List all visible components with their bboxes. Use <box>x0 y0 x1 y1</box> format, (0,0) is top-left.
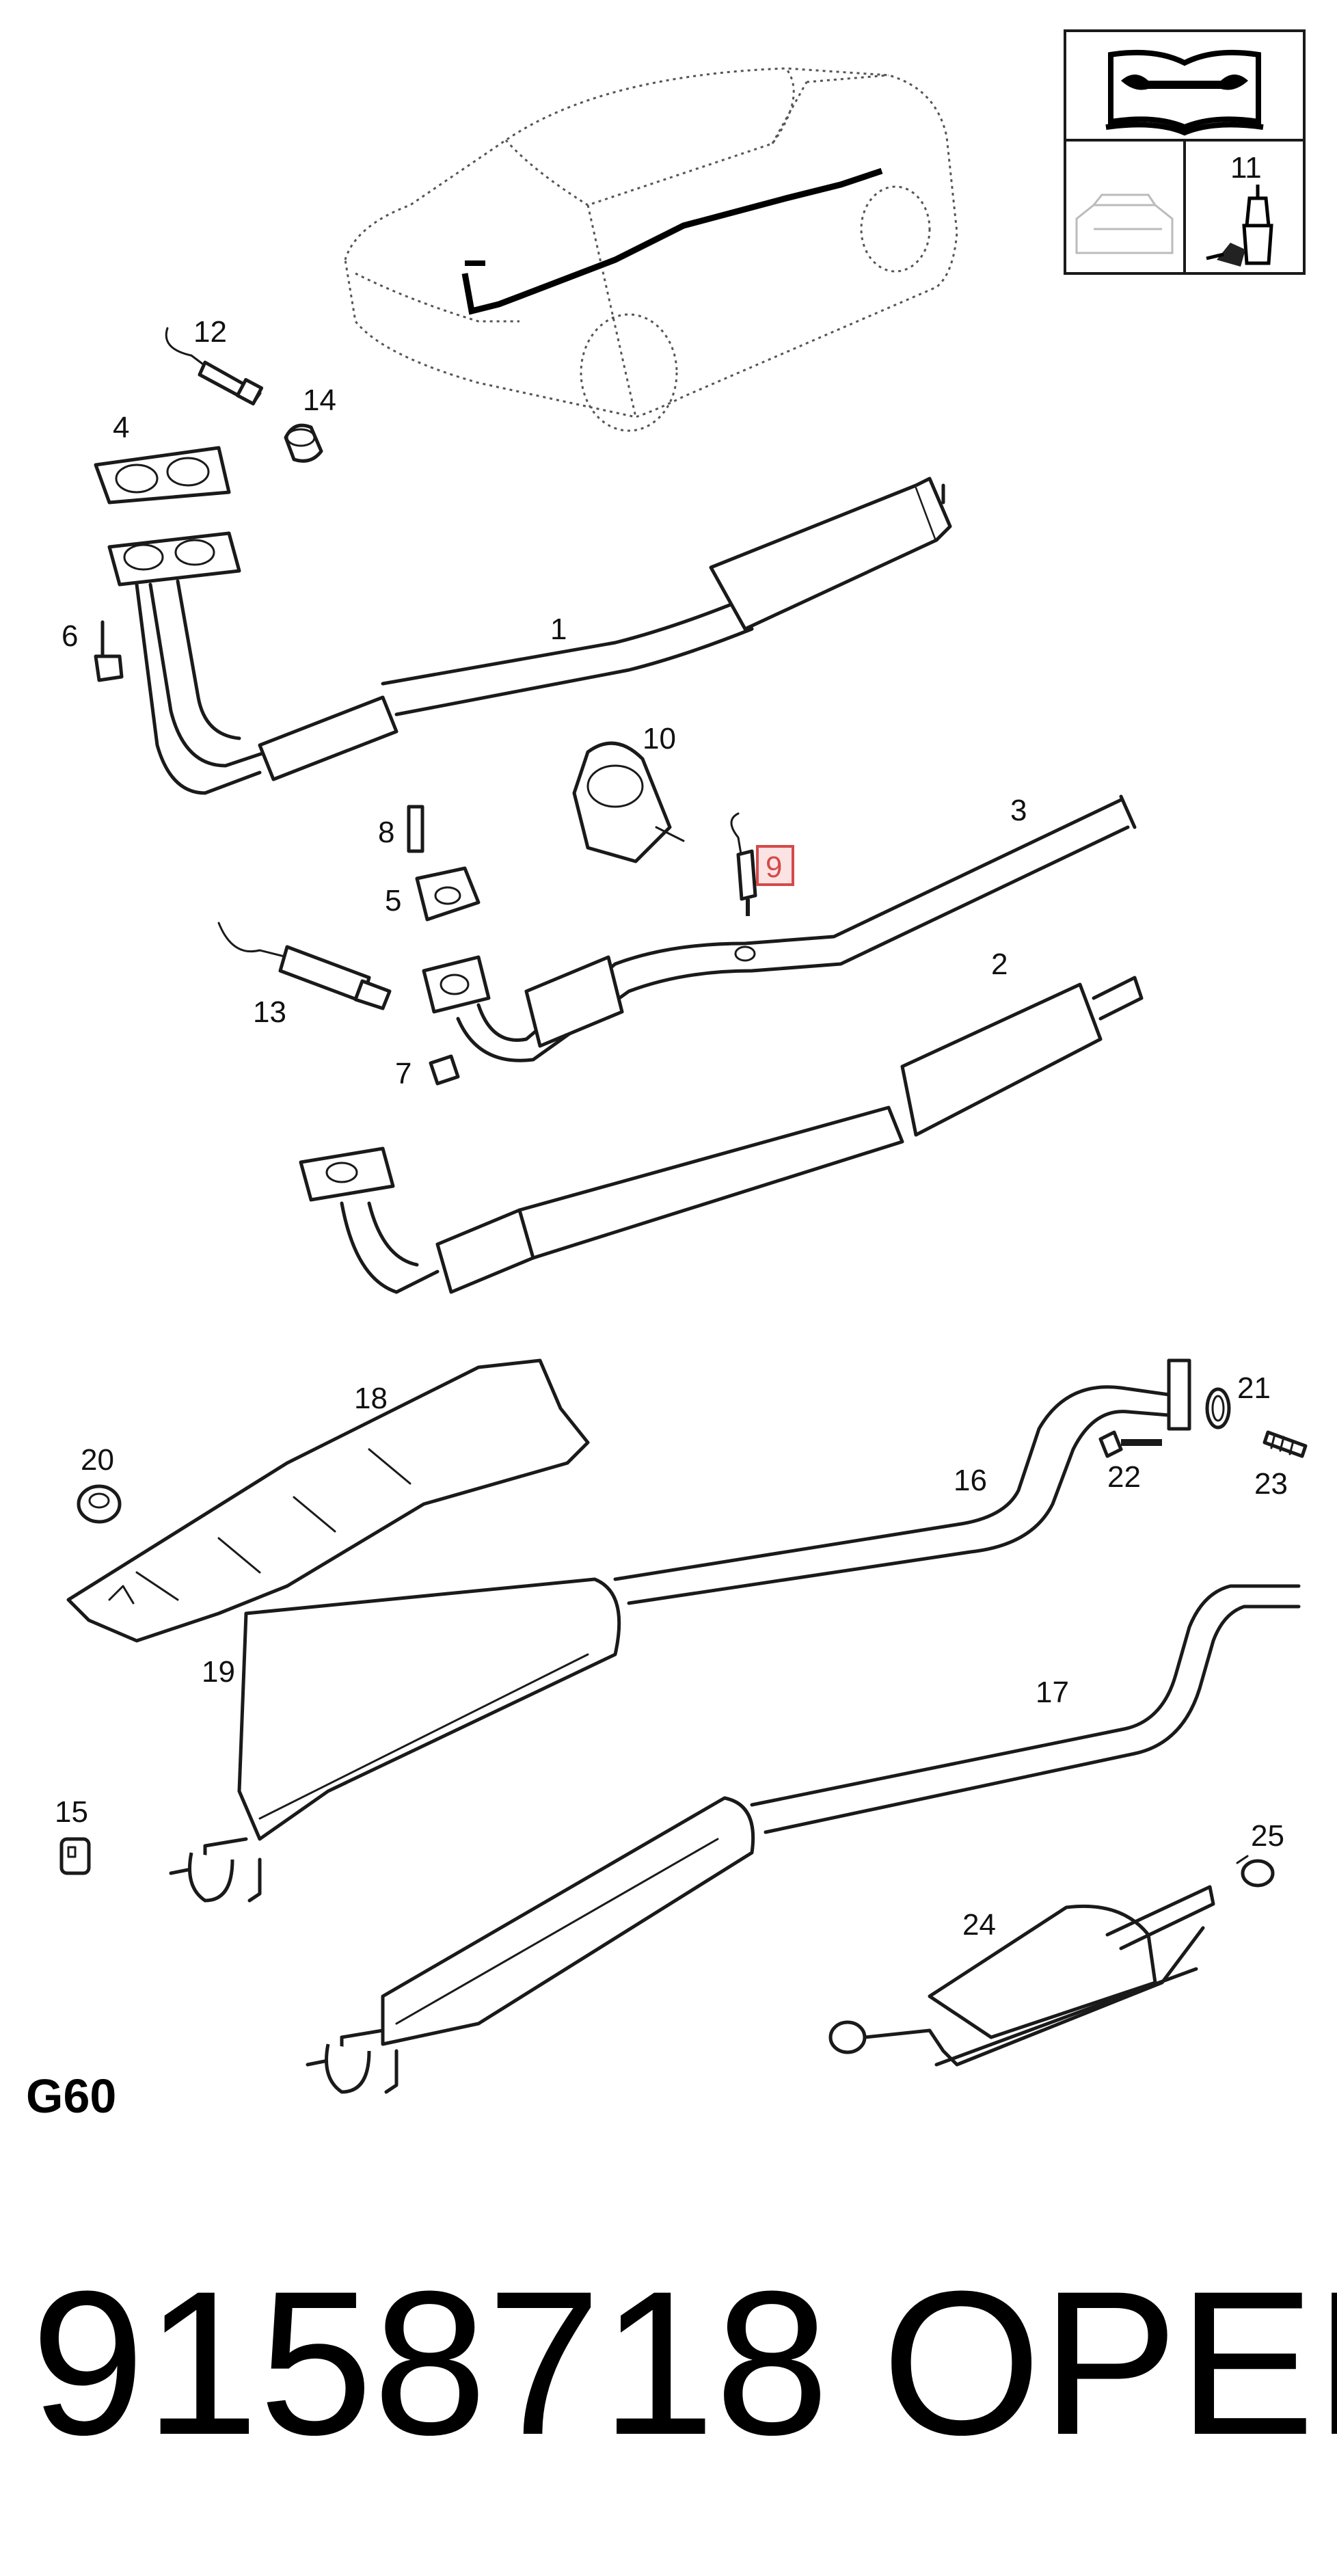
callout-8: 8 <box>378 816 394 849</box>
heat-shield-18 <box>66 1358 590 1643</box>
callout-23: 23 <box>1254 1467 1288 1501</box>
sealant-tube-icon <box>1206 185 1273 267</box>
callout-16: 16 <box>954 1464 987 1497</box>
callout-6: 6 <box>62 619 78 653</box>
callout-5: 5 <box>385 884 401 917</box>
front-pipe-3 <box>422 794 1137 1062</box>
info-box <box>1064 29 1306 275</box>
muffler-17 <box>306 1584 1301 2094</box>
seal-21 <box>1205 1387 1231 1430</box>
gasket-4 <box>94 446 231 505</box>
callout-12: 12 <box>193 315 227 349</box>
callout-20: 20 <box>81 1443 114 1477</box>
stud-8 <box>407 805 424 853</box>
grommet-14 <box>284 423 323 463</box>
callout-24: 24 <box>962 1908 996 1942</box>
brand-name: OPEL <box>882 2248 1337 2478</box>
front-pipe-1 <box>107 477 952 795</box>
callout-11: 11 <box>1230 151 1262 185</box>
bolt-6 <box>94 620 124 682</box>
callout-14: 14 <box>303 384 336 417</box>
rubber-mount-15 <box>59 1837 91 1875</box>
bracket-10 <box>572 741 685 863</box>
callout-7: 7 <box>395 1057 411 1090</box>
engine-sketch-icon <box>1075 193 1174 254</box>
rear-muffler-24 <box>828 1885 1215 2067</box>
front-pipe-2 <box>299 976 1144 1294</box>
gasket-5 <box>415 866 481 922</box>
callout-9-box <box>756 845 794 886</box>
section-code: G60 <box>26 2069 116 2123</box>
clamp-25 <box>1236 1855 1275 1888</box>
callout-3: 3 <box>1010 794 1027 827</box>
repair-manual-icon <box>1105 49 1264 136</box>
callout-19: 19 <box>202 1655 235 1689</box>
callout-10: 10 <box>643 722 676 755</box>
callout-1: 1 <box>550 613 567 646</box>
callout-4: 4 <box>113 411 129 444</box>
nut-20 <box>77 1484 122 1524</box>
muffler-16 <box>169 1358 1191 1903</box>
callout-15: 15 <box>55 1795 88 1829</box>
oxygen-sensor-12 <box>165 327 264 406</box>
oxygen-sensor-9 <box>730 812 757 916</box>
callout-18: 18 <box>354 1382 388 1415</box>
callout-9: 9 <box>766 850 782 884</box>
callout-13: 13 <box>253 995 286 1029</box>
oxygen-sensor-13 <box>217 922 392 1010</box>
nut-7 <box>429 1054 460 1086</box>
part-number: 9158718 <box>31 2248 829 2478</box>
callout-21: 21 <box>1237 1371 1271 1405</box>
spring-23 <box>1262 1430 1308 1458</box>
callout-2: 2 <box>991 948 1008 981</box>
callout-25: 25 <box>1251 1819 1284 1853</box>
callout-22: 22 <box>1107 1460 1141 1494</box>
car-outline <box>344 67 958 432</box>
bolt-22 <box>1098 1430 1162 1458</box>
callout-17: 17 <box>1036 1676 1069 1709</box>
